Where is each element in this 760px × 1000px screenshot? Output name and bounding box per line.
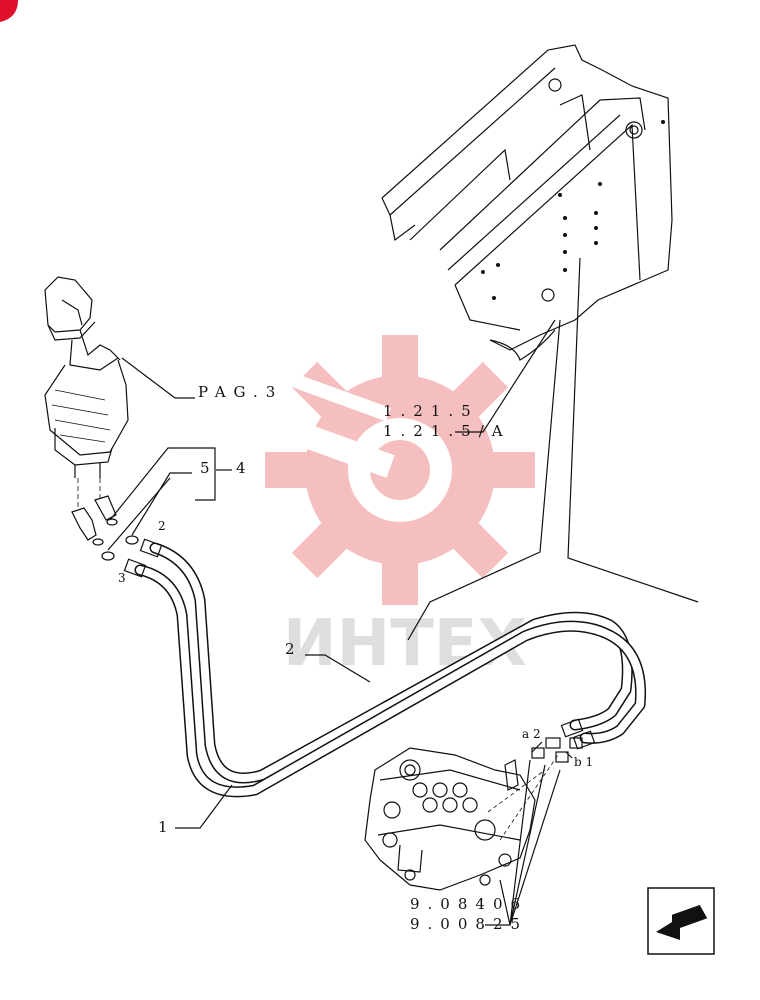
- label-item-4: 4: [236, 459, 254, 477]
- label-ref-1-21-5-a: 1.21.5/A: [383, 422, 511, 440]
- valve-fittings: [531, 737, 583, 763]
- label-item-2-small: 2: [158, 519, 166, 533]
- label-item-3-small: 3: [118, 571, 126, 585]
- leader-lines: [121, 319, 573, 926]
- label-ref-1-21-5: 1.21.5: [383, 402, 479, 420]
- label-port-b1: b 1: [574, 755, 593, 769]
- joystick-fittings: [71, 447, 232, 561]
- label-port-a2: a 2: [522, 727, 541, 741]
- corner-mark: [0, 0, 18, 22]
- label-ref-9-00825: 9.00825: [410, 915, 528, 933]
- loader-frame: [381, 44, 699, 641]
- label-item-2: 2: [285, 640, 303, 658]
- label-item-1: 1: [158, 818, 176, 836]
- label-item-5: 5: [200, 459, 218, 477]
- arrow-back-icon[interactable]: [647, 887, 715, 955]
- watermark: ИНТЕХ: [245, 335, 535, 681]
- joystick: [44, 276, 129, 478]
- hydraulic-hoses: [123, 538, 647, 798]
- label-ref-9-08406: 9.08406: [410, 895, 528, 913]
- control-valve: [364, 737, 583, 891]
- label-pag3: PAG.3: [198, 383, 283, 401]
- watermark-text: ИНТЕХ: [283, 607, 527, 681]
